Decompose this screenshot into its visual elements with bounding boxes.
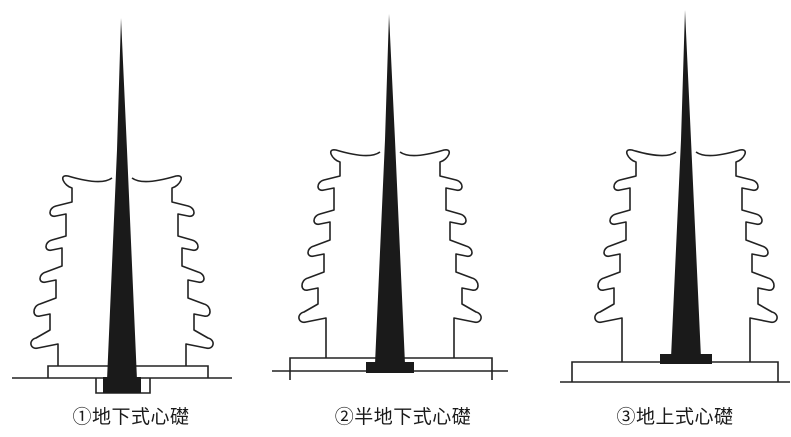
right-eaves-outline bbox=[399, 149, 482, 358]
central-pillar bbox=[671, 10, 701, 358]
pagoda-figures bbox=[12, 10, 790, 394]
foundation-stone bbox=[366, 362, 414, 373]
central-pillar bbox=[375, 14, 405, 364]
foundation-stone bbox=[103, 377, 141, 393]
pagoda-figure-2 bbox=[272, 14, 508, 380]
foundation-stone bbox=[660, 354, 712, 364]
figure-caption-3: ③地上式心礎 bbox=[616, 406, 734, 428]
left-eaves-outline bbox=[594, 149, 677, 362]
left-eaves-outline bbox=[298, 149, 381, 358]
pagoda-figure-1 bbox=[12, 18, 232, 394]
right-eaves-outline bbox=[131, 175, 214, 366]
base-platform bbox=[571, 361, 779, 382]
left-eaves-outline bbox=[30, 175, 113, 366]
figure-caption-1: ①地下式心礎 bbox=[72, 406, 190, 428]
right-eaves-outline bbox=[695, 149, 778, 362]
central-pillar bbox=[107, 18, 137, 380]
figure-caption-2: ②半地下式心礎 bbox=[334, 406, 472, 428]
pagoda-figure-3 bbox=[560, 10, 790, 383]
